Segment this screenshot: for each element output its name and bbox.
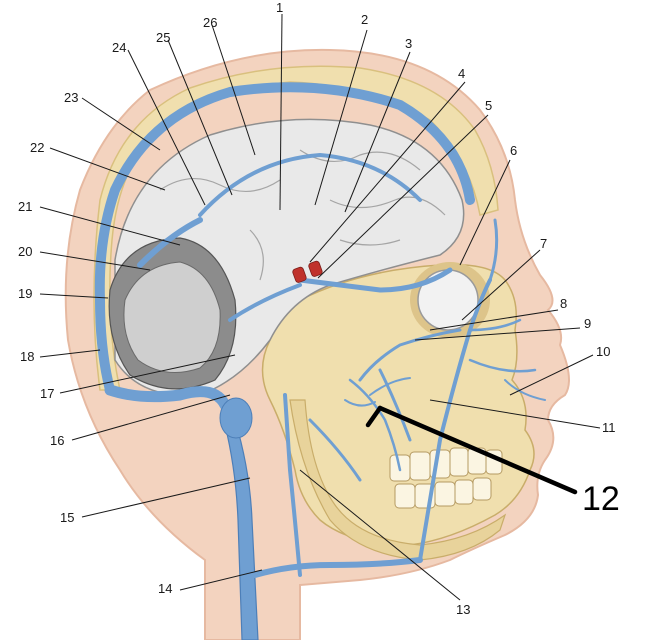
label-18: 18 <box>20 349 34 364</box>
label-11: 11 <box>602 420 616 435</box>
label-17: 17 <box>40 386 54 401</box>
label-25: 25 <box>156 30 170 45</box>
cerebellum <box>123 261 221 373</box>
leader-7 <box>461 249 541 321</box>
leader-4 <box>309 81 466 263</box>
leader-5 <box>317 114 489 279</box>
internal-carotid-segments <box>292 260 323 283</box>
cavernous-connections <box>297 267 453 293</box>
leader-2 <box>314 29 368 206</box>
leader-21 <box>39 206 181 246</box>
leader-1 <box>279 13 283 211</box>
label-26: 26 <box>203 15 217 30</box>
venous-sinuses <box>94 82 475 411</box>
label-24: 24 <box>112 40 126 55</box>
leader-25 <box>167 39 233 196</box>
leader-26 <box>211 24 256 156</box>
leader-22 <box>49 147 166 191</box>
leader-8 <box>429 309 559 331</box>
leader-23 <box>81 97 161 151</box>
leader-24 <box>127 49 206 206</box>
leader-3 <box>344 51 411 213</box>
leader-9 <box>414 327 581 341</box>
label-1: 1 <box>276 0 283 15</box>
leader-10 <box>509 354 594 396</box>
label-10: 10 <box>596 344 610 359</box>
label-21: 21 <box>18 199 32 214</box>
inferior-sagittal-sinus <box>198 152 422 217</box>
label-22: 22 <box>30 140 44 155</box>
leader-15 <box>81 477 251 518</box>
petrosal-sinus <box>228 283 302 322</box>
leader-6 <box>459 159 511 266</box>
label-9: 9 <box>584 316 591 331</box>
label-4: 4 <box>458 66 465 81</box>
leader-19 <box>39 293 109 299</box>
label-16: 16 <box>50 433 64 448</box>
internal-jugular-vein <box>224 419 259 640</box>
label-7: 7 <box>540 236 547 251</box>
superior-sagittal-sinus <box>94 82 475 395</box>
label-20: 20 <box>18 244 32 259</box>
label-6: 6 <box>510 143 517 158</box>
leader-14 <box>179 569 263 591</box>
label-2: 2 <box>361 12 368 27</box>
leader-11 <box>429 399 601 429</box>
label-13: 13 <box>456 602 470 617</box>
label-12: 12 <box>582 480 620 518</box>
leader-18 <box>39 349 101 358</box>
label-3: 3 <box>405 36 412 51</box>
leader-12-tick <box>365 405 383 428</box>
leader-13 <box>299 469 461 601</box>
label-5: 5 <box>485 98 492 113</box>
teeth <box>389 447 503 509</box>
leader-20 <box>39 251 151 271</box>
label-14: 14 <box>158 581 172 596</box>
leader-12 <box>377 405 578 495</box>
straight-sinus <box>137 217 203 268</box>
label-15: 15 <box>60 510 74 525</box>
jugular-bulb <box>219 397 253 439</box>
label-8: 8 <box>560 296 567 311</box>
transverse-sigmoid-sinus <box>104 384 231 411</box>
label-19: 19 <box>18 286 32 301</box>
eyeball <box>417 269 479 331</box>
label-23: 23 <box>64 90 78 105</box>
leader-17 <box>59 354 236 394</box>
leader-16 <box>71 394 231 441</box>
mandible <box>289 399 507 561</box>
